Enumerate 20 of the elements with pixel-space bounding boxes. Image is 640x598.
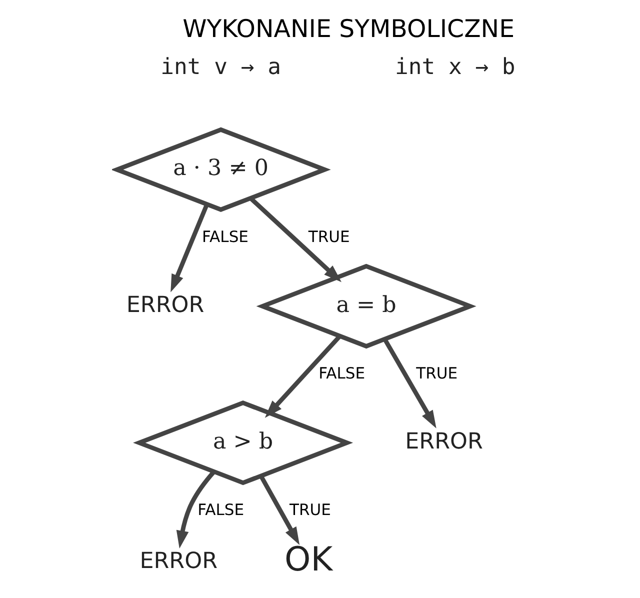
label: int v → a bbox=[160, 54, 280, 80]
node-text: ERROR bbox=[139, 548, 218, 574]
node-text: ERROR bbox=[126, 292, 204, 318]
edge-label: FALSE bbox=[318, 364, 365, 383]
edge-label: FALSE bbox=[197, 501, 244, 520]
diagram-title: WYKONANIE SYMBOLICZNE bbox=[182, 14, 514, 44]
edge-label: TRUE bbox=[288, 501, 330, 520]
arrow bbox=[176, 470, 216, 549]
arrow bbox=[248, 196, 341, 282]
arrow bbox=[258, 474, 300, 545]
node-diamond: a · 3 ≠ 0 bbox=[112, 127, 330, 212]
node-text: OK bbox=[284, 540, 332, 579]
edge-label: TRUE bbox=[308, 228, 350, 246]
label: int x → b bbox=[394, 54, 515, 80]
arrow bbox=[170, 203, 209, 292]
node-text: ERROR bbox=[404, 428, 482, 454]
arrow bbox=[382, 338, 436, 428]
edge-label: TRUE bbox=[416, 364, 458, 383]
edge-label: FALSE bbox=[202, 228, 248, 246]
arrow bbox=[264, 334, 341, 418]
